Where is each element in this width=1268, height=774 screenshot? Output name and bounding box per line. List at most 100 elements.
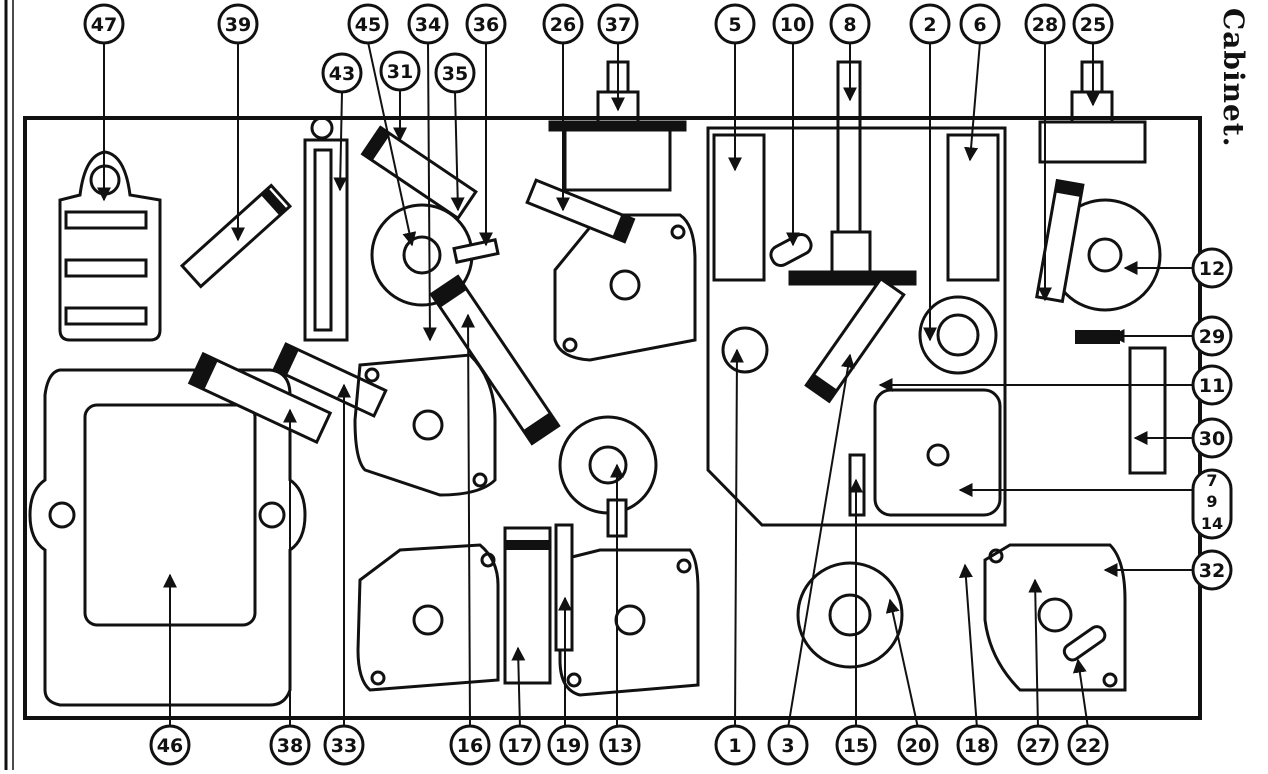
right-subpanel [706, 126, 1007, 527]
callout-label: 35 [442, 63, 468, 85]
resistor-28 [1035, 178, 1085, 304]
grommet-2 [918, 295, 998, 375]
callout-circle: 10 [772, 3, 814, 45]
valve-holder-left-middle [353, 353, 497, 497]
callout-circle: 37 [597, 3, 639, 45]
callout-circle: 39 [217, 3, 259, 45]
callout-label: 46 [157, 735, 183, 757]
callout-label: 45 [355, 14, 381, 36]
valve-holder-left-bottom [356, 543, 500, 692]
callout-label: 34 [415, 14, 441, 36]
callout-circle: 18 [956, 724, 998, 766]
callout-label: 25 [1080, 14, 1106, 36]
callout-label: 26 [550, 14, 576, 36]
callout-label: 6 [973, 14, 986, 36]
callout-circle: 25 [1072, 3, 1114, 45]
capacitor-17 [503, 526, 552, 685]
cabinet-caption: Cabinet. [1217, 8, 1250, 148]
callout-circle: 36 [465, 3, 507, 45]
callout-circle: 29 [1191, 315, 1233, 357]
callout-circle: 35 [434, 52, 476, 94]
capacitor-26 [525, 178, 636, 244]
socket-7-9-14 [873, 388, 1002, 517]
callout-label: 18 [964, 735, 990, 757]
callout-label: 10 [780, 14, 806, 36]
callout-label: 28 [1032, 14, 1058, 36]
callout-circle: 22 [1067, 724, 1109, 766]
component-29 [1075, 330, 1120, 344]
callout-circle: 2 [909, 3, 951, 45]
callout-circle: 30 [1191, 417, 1233, 459]
callout-circle: 43 [321, 52, 363, 94]
tag-strip [303, 116, 349, 342]
valve-holder-top-middle [553, 213, 697, 362]
callout-circle: 11 [1191, 364, 1233, 406]
callout-label: 9 [1206, 492, 1217, 511]
callout-label: 38 [277, 735, 303, 757]
callout-label: 7 [1206, 471, 1217, 490]
component-10 [769, 232, 813, 268]
callout-circle: 6 [959, 3, 1001, 45]
callout-oval: 7 9 14 [1191, 468, 1233, 540]
callout-label: 47 [91, 14, 117, 36]
callout-label: 12 [1199, 258, 1225, 280]
callout-label: 36 [473, 14, 499, 36]
callout-label: 5 [728, 14, 741, 36]
callout-label: 11 [1199, 375, 1225, 397]
callout-circle: 45 [347, 3, 389, 45]
callout-circle: 3 [767, 724, 809, 766]
callout-label: 31 [387, 61, 413, 83]
resistor-39 [179, 183, 293, 289]
valve-holder-bottom-middle [558, 548, 700, 697]
chassis-outline [23, 116, 1202, 720]
hanger-bracket [58, 150, 162, 342]
capacitor-6 [946, 133, 1000, 282]
callout-label: 39 [225, 14, 251, 36]
capacitor-30 [1128, 346, 1167, 475]
callout-circle: 34 [407, 3, 449, 45]
callout-circle: 17 [499, 724, 541, 766]
callout-circle: 33 [323, 724, 365, 766]
callout-label: 8 [843, 14, 856, 36]
callout-label: 15 [843, 735, 869, 757]
callouts-bottom: 46 38 33 16 17 19 13 1 3 15 20 18 27 22 [149, 724, 1109, 766]
callout-label: 43 [329, 63, 355, 85]
callouts-right: 12 29 11 30 7 9 14 32 [1191, 247, 1233, 591]
callout-circle: 20 [897, 724, 939, 766]
callout-circle: 47 [83, 3, 125, 45]
callout-circle: 27 [1017, 724, 1059, 766]
callout-circle: 5 [714, 3, 756, 45]
resistor-3 [804, 276, 906, 404]
callout-circle: 13 [599, 724, 641, 766]
capacitor-5 [712, 133, 766, 282]
callout-label: 3 [781, 735, 794, 757]
callout-circle: 1 [714, 724, 756, 766]
callout-label: 27 [1025, 735, 1051, 757]
callout-label: 32 [1199, 560, 1225, 582]
callouts-top: 47 39 45 34 36 26 37 5 10 8 2 6 28 25 43… [83, 3, 1114, 94]
callout-circle: 38 [269, 724, 311, 766]
callout-circle: 8 [829, 3, 871, 45]
callout-circle: 46 [149, 724, 191, 766]
callout-label: 20 [905, 735, 931, 757]
callout-label: 29 [1199, 326, 1225, 348]
callout-label: 2 [923, 14, 936, 36]
grommet-1 [721, 326, 769, 374]
transformer-frame [28, 368, 307, 707]
callout-circle: 16 [449, 724, 491, 766]
callout-label: 13 [607, 735, 633, 757]
leader-lines [97, 41, 1192, 729]
callout-label: 14 [1201, 514, 1223, 533]
valve-base-20 [796, 561, 904, 669]
callout-label: 17 [507, 735, 533, 757]
callout-label: 19 [555, 735, 581, 757]
callout-label: 37 [605, 14, 631, 36]
callout-circle: 32 [1191, 549, 1233, 591]
callout-circle: 19 [547, 724, 589, 766]
callout-label: 16 [457, 735, 483, 757]
callout-circle: 31 [379, 50, 421, 92]
callout-label: 1 [728, 735, 741, 757]
resistor-36 [452, 238, 500, 264]
callout-label: 33 [331, 735, 357, 757]
